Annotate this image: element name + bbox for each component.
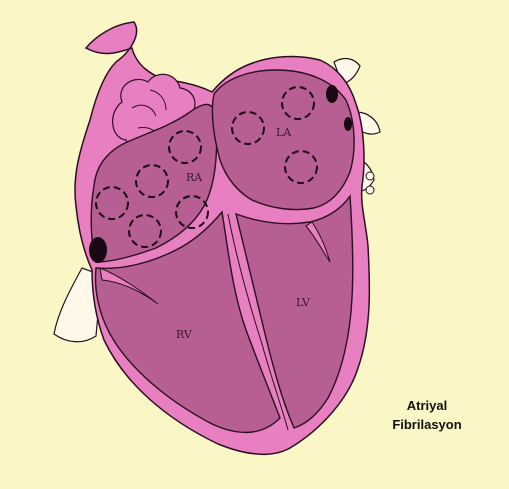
coronary-sinus-ring-2 <box>366 186 374 194</box>
label-ra: RA <box>186 171 203 184</box>
sinus-node <box>89 237 107 263</box>
vessel-opening-2 <box>344 117 352 131</box>
caption-line-1: Atriyal <box>372 396 482 415</box>
caption-line-2: Fibrilasyon <box>372 415 482 434</box>
coronary-sinus-ring <box>366 172 374 180</box>
diagram-caption: Atriyal Fibrilasyon <box>372 396 482 434</box>
label-lv: LV <box>296 296 311 309</box>
label-la: LA <box>276 126 292 139</box>
vessel-opening <box>326 85 338 103</box>
label-rv: RV <box>176 328 193 341</box>
